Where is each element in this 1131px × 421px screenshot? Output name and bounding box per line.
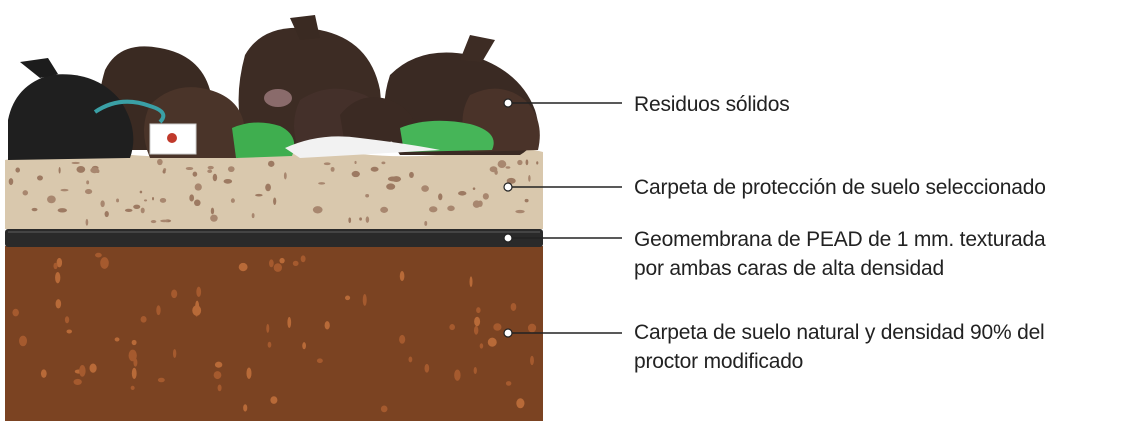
label-solid-waste: Residuos sólidos (634, 93, 790, 116)
leader-dot (503, 98, 513, 108)
label-natural-soil: Carpeta de suelo natural y densidad 90% … (634, 321, 1045, 373)
geomembrane-layer (5, 229, 543, 247)
sand-speckles (8, 158, 539, 226)
leader-lines (503, 98, 622, 338)
leader-dot (503, 182, 513, 192)
label-protection-layer: Carpeta de protección de suelo seleccion… (634, 176, 1046, 199)
label-geomembrane: Geomembrana de PEAD de 1 mm. texturada p… (634, 228, 1046, 280)
leader-dot (503, 233, 513, 243)
soil-speckles (12, 252, 537, 413)
protection-layer (5, 148, 543, 229)
natural-soil-layer (5, 246, 543, 421)
solid-waste-bags (8, 15, 540, 160)
leader-dot (503, 328, 513, 338)
